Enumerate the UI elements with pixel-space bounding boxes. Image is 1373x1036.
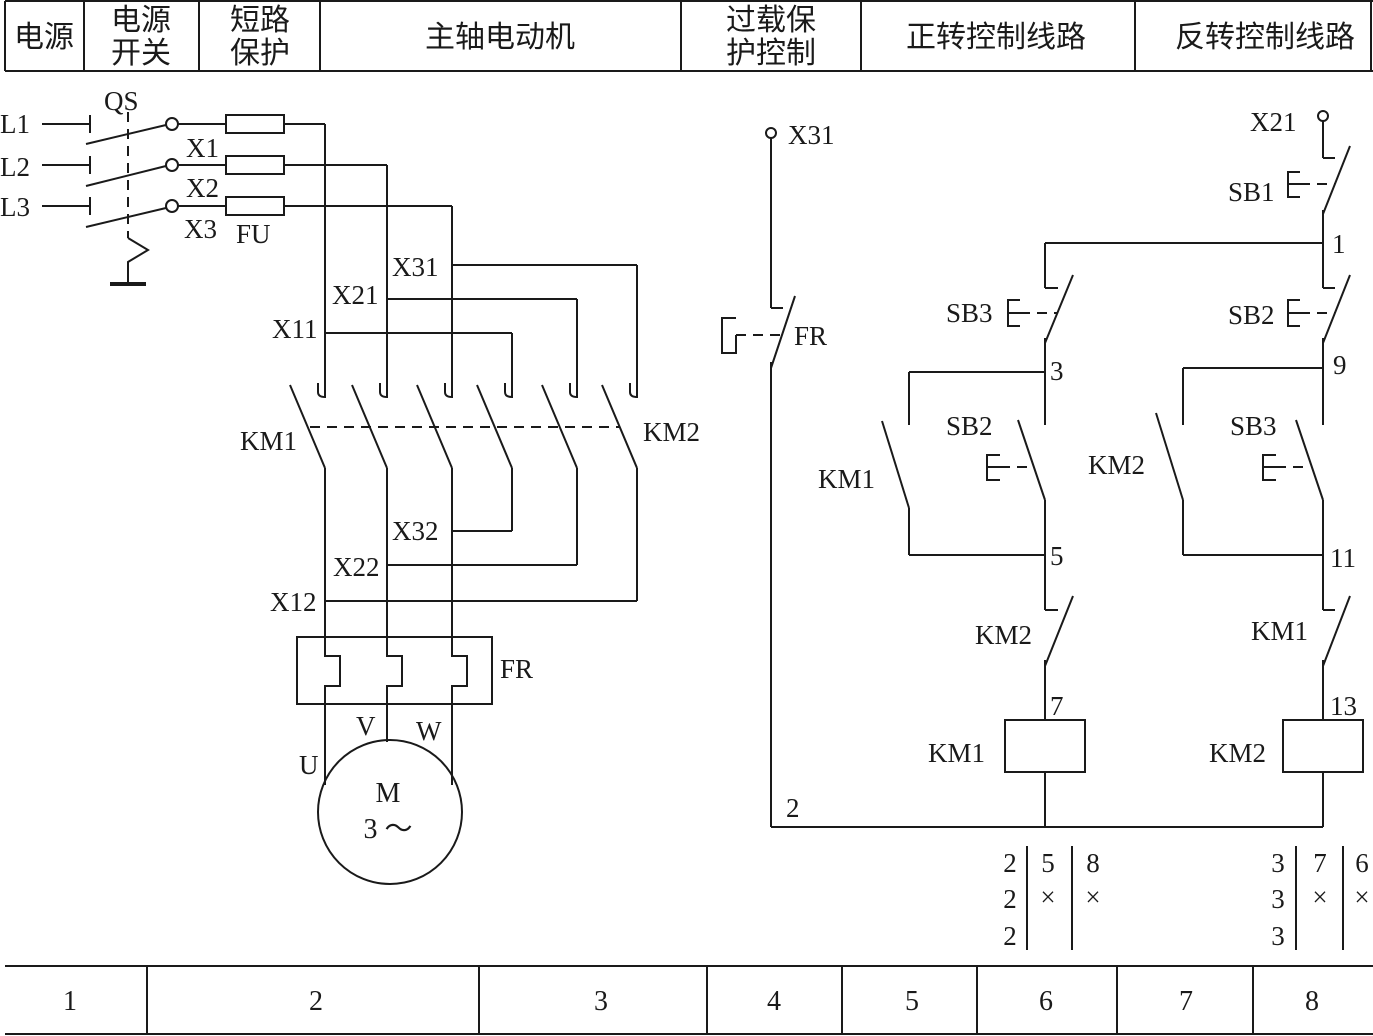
label-KM2-main: KM2 bbox=[643, 417, 700, 447]
footer-cell-1: 1 bbox=[63, 986, 77, 1017]
header-reverse-control: 反转控制线路 bbox=[1175, 21, 1355, 54]
label-V: V bbox=[356, 711, 376, 741]
label-X21-ctrl: X21 bbox=[1250, 107, 1297, 137]
footer-table: 1 2 3 4 5 6 7 8 bbox=[5, 965, 1373, 1035]
label-X1: X1 bbox=[186, 133, 219, 163]
label-SB2-mid: SB2 bbox=[946, 411, 993, 441]
footer-cell-6: 6 bbox=[1039, 986, 1053, 1017]
label-KM1-hold: KM1 bbox=[818, 464, 875, 494]
label-X22: X22 bbox=[333, 552, 380, 582]
label-FU: FU bbox=[236, 219, 271, 249]
label-node-3: 3 bbox=[1050, 356, 1064, 386]
header-overload-1: 过载保 bbox=[726, 4, 816, 37]
motor-phase-label: 3 ～ bbox=[363, 814, 412, 845]
km1-table-c1-r2: 2 bbox=[1003, 884, 1017, 914]
header-switch-1: 电源 bbox=[111, 4, 171, 37]
km2-table-c1-r3: 3 bbox=[1271, 921, 1285, 951]
label-X12: X12 bbox=[270, 587, 317, 617]
km2-table-c3-r1: 6 bbox=[1355, 848, 1369, 878]
km1-table-c2-r2: × bbox=[1040, 882, 1055, 912]
label-node-1: 1 bbox=[1332, 229, 1346, 259]
label-W: W bbox=[416, 716, 442, 746]
km1-table-c1-r3: 2 bbox=[1003, 921, 1017, 951]
label-node-13: 13 bbox=[1330, 691, 1357, 721]
label-X11: X11 bbox=[272, 314, 318, 344]
header-table: 电源 电源 开关 短路 保护 主轴电动机 过载保 护控制 正转控制线路 反转控制… bbox=[4, 0, 1373, 72]
label-L1: L1 bbox=[0, 109, 30, 139]
label-L2: L2 bbox=[0, 152, 30, 182]
label-node-11: 11 bbox=[1330, 543, 1356, 573]
km1-table-c3-r1: 8 bbox=[1086, 848, 1100, 878]
label-X3: X3 bbox=[184, 214, 217, 244]
label-KM2-interlock: KM2 bbox=[975, 620, 1032, 650]
coil-KM1 bbox=[1004, 719, 1086, 773]
km2-table-c2-r2: × bbox=[1312, 882, 1327, 912]
label-SB2-top: SB2 bbox=[1228, 300, 1275, 330]
header-shortcircuit-1: 短路 bbox=[230, 4, 290, 37]
footer-cell-7: 7 bbox=[1179, 986, 1193, 1017]
motor-label: M bbox=[376, 778, 401, 809]
label-KM2-hold: KM2 bbox=[1088, 450, 1145, 480]
label-KM1-interlock: KM1 bbox=[1251, 616, 1308, 646]
label-SB3-mid: SB3 bbox=[1230, 411, 1277, 441]
footer-cell-2: 2 bbox=[309, 986, 323, 1017]
label-X31: X31 bbox=[392, 252, 439, 282]
label-X21: X21 bbox=[332, 280, 379, 310]
label-U: U bbox=[299, 750, 319, 780]
main-circuit: X11 X21 X31 KM1 KM2 X32 X22 X12 bbox=[240, 124, 700, 885]
km1-table-c2-r1: 5 bbox=[1041, 848, 1055, 878]
header-spindle-motor: 主轴电动机 bbox=[425, 21, 575, 54]
power-section: L1 L2 L3 QS X1 X2 X3 FU bbox=[0, 86, 452, 286]
label-L3: L3 bbox=[0, 192, 30, 222]
label-KM1-coil: KM1 bbox=[928, 738, 985, 768]
label-X31-ctrl: X31 bbox=[788, 120, 835, 150]
label-node-9: 9 bbox=[1333, 350, 1347, 380]
contact-table-km1: 2 2 2 5 × 8 × bbox=[1003, 846, 1101, 951]
contact-table-km2: 3 3 3 7 × 6 × bbox=[1271, 846, 1370, 951]
header-switch-2: 开关 bbox=[111, 37, 171, 70]
header-overload-2: 护控制 bbox=[726, 37, 816, 70]
footer-cell-8: 8 bbox=[1305, 986, 1319, 1017]
footer-cell-3: 3 bbox=[594, 986, 608, 1017]
label-FR-main: FR bbox=[500, 654, 533, 684]
header-forward-control: 正转控制线路 bbox=[906, 21, 1086, 54]
km2-table-c3-r2: × bbox=[1354, 882, 1369, 912]
km1-table-c3-r2: × bbox=[1085, 882, 1100, 912]
km1-table-c1-r1: 2 bbox=[1003, 848, 1017, 878]
label-node-2: 2 bbox=[786, 793, 800, 823]
footer-cell-5: 5 bbox=[905, 986, 919, 1017]
km2-table-c1-r1: 3 bbox=[1271, 848, 1285, 878]
label-KM2-coil: KM2 bbox=[1209, 738, 1266, 768]
label-node-5: 5 bbox=[1050, 541, 1064, 571]
label-SB1: SB1 bbox=[1228, 177, 1275, 207]
label-node-7: 7 bbox=[1050, 691, 1064, 721]
label-SB3-top: SB3 bbox=[946, 298, 993, 328]
km2-table-c1-r2: 3 bbox=[1271, 884, 1285, 914]
control-circuit: X31 FR 2 X21 SB1 1 SB3 3 bbox=[721, 107, 1364, 828]
header-shortcircuit-2: 保护 bbox=[230, 37, 290, 70]
label-KM1-main: KM1 bbox=[240, 426, 297, 456]
km2-table-c2-r1: 7 bbox=[1313, 848, 1327, 878]
coil-KM2 bbox=[1282, 719, 1364, 773]
label-FR-ctrl: FR bbox=[794, 321, 827, 351]
label-QS: QS bbox=[104, 86, 139, 116]
motor-circle bbox=[317, 739, 463, 885]
label-X2: X2 bbox=[186, 173, 219, 203]
header-power: 电源 bbox=[14, 21, 74, 54]
footer-cell-4: 4 bbox=[767, 986, 781, 1017]
label-X32: X32 bbox=[392, 516, 439, 546]
